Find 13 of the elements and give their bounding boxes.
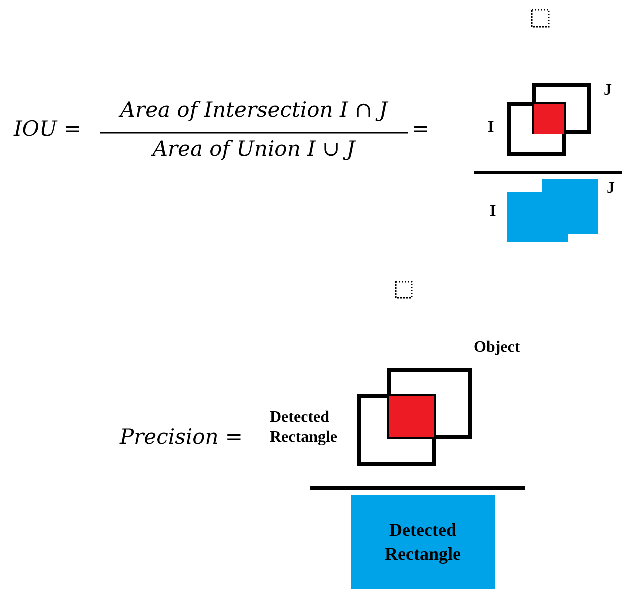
denominator-text: Area of Union I ∪ J (150, 137, 357, 161)
box-label: J (604, 82, 612, 100)
filled-rectangle (351, 495, 495, 589)
equals-sign: = (412, 117, 430, 141)
box-label: I (488, 119, 494, 137)
box-label: Detected Rectangle (270, 408, 339, 448)
box-label: Object (474, 339, 520, 357)
numerator-text: Area of Intersection I ∩ J (118, 98, 390, 122)
box-label: I (490, 203, 496, 221)
box-text: Detected Rectangle (384, 519, 462, 566)
formula-text: IOU = (14, 117, 82, 141)
formula-text: Precision = (120, 425, 244, 449)
box-label: J (607, 180, 615, 198)
